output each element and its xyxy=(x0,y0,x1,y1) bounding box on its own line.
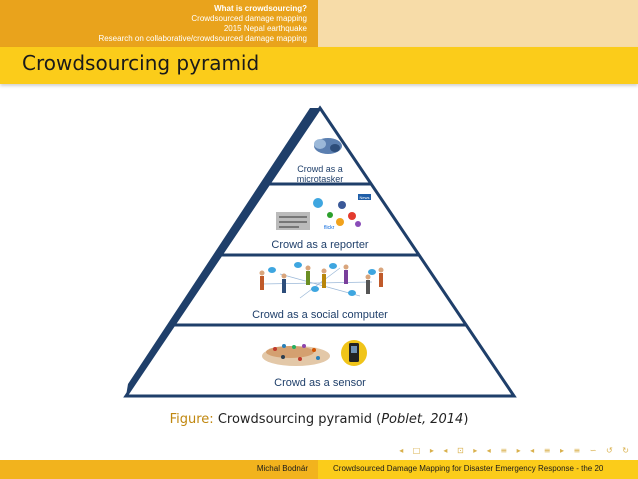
layer-label-social-computer: Crowd as a social computer xyxy=(252,309,388,321)
social-computer-image xyxy=(259,262,384,299)
nav-section-icon[interactable]: ≡ xyxy=(500,446,509,455)
footer-author: Michal Bodnár xyxy=(256,464,308,473)
layer-label-reporter: Crowd as a reporter xyxy=(271,239,369,251)
nav-subsection-next-icon[interactable]: ▸ xyxy=(473,446,479,455)
nav-section-next-icon[interactable]: ▸ xyxy=(516,446,522,455)
footer: Michal Bodnár Crowdsourced Damage Mappin… xyxy=(0,460,638,479)
page-title: Crowdsourcing pyramid xyxy=(22,51,260,75)
nav-item-crowdsourced-damage-mapping[interactable]: Crowdsourced damage mapping xyxy=(191,14,307,23)
reporter-news-badge: News xyxy=(359,195,369,200)
nav-frame-icon[interactable]: □ xyxy=(412,446,422,455)
caption-label: Figure: xyxy=(169,412,214,427)
section-list: What is crowdsourcing? Crowdsourced dama… xyxy=(98,4,307,44)
footer-author-box: Michal Bodnár xyxy=(0,460,318,479)
caption-close: ) xyxy=(463,412,469,427)
nav-document-icon[interactable]: ≡ xyxy=(543,446,552,455)
nav-item-what-is-crowdsourcing[interactable]: What is crowdsourcing? xyxy=(214,4,307,13)
nav-section-left xyxy=(0,0,318,47)
layer-label-microtasker-line2: microtasker xyxy=(297,174,344,184)
pyramid-diagram: Structured data Semi-structured data Uns… xyxy=(123,105,517,398)
microtasker-image xyxy=(314,138,342,154)
sensor-image xyxy=(262,340,367,366)
nav-document-prev-icon[interactable]: ◂ xyxy=(530,446,536,455)
footer-title: Crowdsourced Damage Mapping for Disaster… xyxy=(333,464,604,473)
nav-item-nepal-earthquake[interactable]: 2015 Nepal earthquake xyxy=(223,24,307,33)
nav-document-next-icon[interactable]: ▸ xyxy=(559,446,565,455)
nav-search-icon[interactable]: ∽ xyxy=(589,446,598,455)
nav-subsection-icon[interactable]: ⊡ xyxy=(456,446,465,455)
nav-back-icon[interactable]: ↺ xyxy=(606,446,614,455)
nav-outline-icon[interactable]: ≡ xyxy=(573,446,582,455)
reporter-flickr-badge: flickr xyxy=(324,225,335,231)
nav-section-right xyxy=(318,0,638,47)
frame-title-bar: Crowdsourcing pyramid xyxy=(0,47,638,84)
nav-subsection-prev-icon[interactable]: ◂ xyxy=(443,446,449,455)
caption-text: Crowdsourcing pyramid ( xyxy=(217,412,382,427)
nav-frame-next-icon[interactable]: ▸ xyxy=(429,446,435,455)
nav-forward-icon[interactable]: ↻ xyxy=(622,446,630,455)
layer-label-microtasker-line1: Crowd as a xyxy=(297,164,343,174)
layer-label-sensor: Crowd as a sensor xyxy=(274,377,366,389)
nav-frame-prev-icon[interactable]: ◂ xyxy=(399,446,405,455)
figure: Structured data Semi-structured data Uns… xyxy=(0,84,638,444)
header-navigation: What is crowdsourcing? Crowdsourced dama… xyxy=(0,0,638,47)
reporter-image: News flickr xyxy=(276,194,371,231)
side-band xyxy=(126,108,320,396)
footer-title-box: Crowdsourced Damage Mapping for Disaster… xyxy=(318,460,638,479)
nav-section-prev-icon[interactable]: ◂ xyxy=(486,446,492,455)
caption-citation: Poblet, 2014 xyxy=(381,412,464,427)
figure-caption: Figure: Crowdsourcing pyramid (Poblet, 2… xyxy=(0,412,638,427)
nav-item-research[interactable]: Research on collaborative/crowdsourced d… xyxy=(98,34,307,43)
beamer-navigation-symbols: ◂ □ ▸ ◂ ⊡ ▸ ◂ ≡ ▸ ◂ ≡ ▸ ≡ ∽ ↺ ↻ xyxy=(394,446,630,455)
